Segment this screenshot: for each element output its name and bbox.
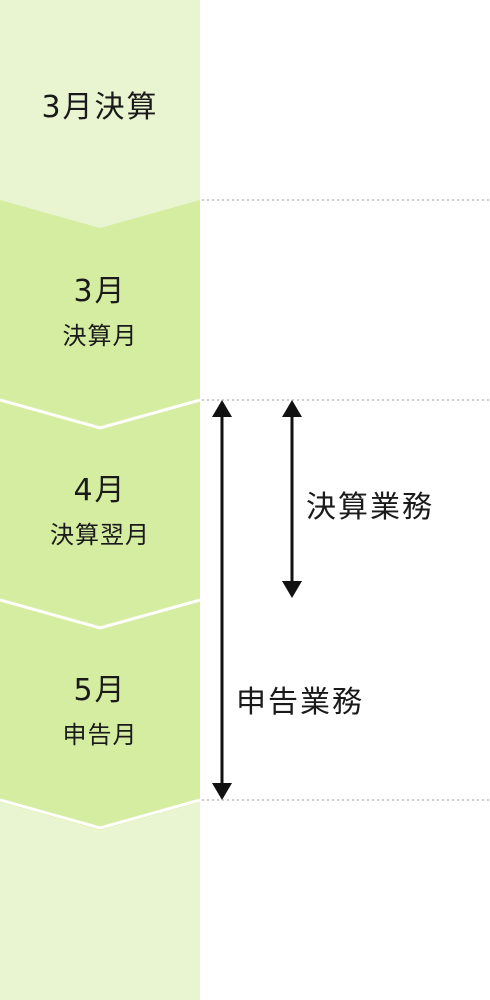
filing-period-arrow [212, 400, 232, 800]
months-highlight [0, 200, 200, 800]
step-month: 4月 [73, 473, 127, 508]
step-may: 5月 申告月 [0, 673, 200, 751]
step-month: 3月 [73, 274, 127, 309]
filing-task-label: 申告業務 [236, 685, 364, 720]
chevron-top-notch [0, 200, 200, 228]
chevron-separator-2 [0, 398, 201, 430]
closing-period-arrow [282, 400, 302, 598]
step-caption: 申告月 [62, 721, 138, 749]
step-caption: 決算月 [62, 322, 138, 350]
chevron-separator-4 [0, 798, 201, 830]
chevron-separator-3 [0, 598, 201, 630]
step-march: 3月 決算月 [0, 274, 200, 352]
step-month: 5月 [73, 673, 127, 708]
fiscal-title: 3月決算 [41, 90, 159, 125]
closing-task-label: 決算業務 [306, 490, 434, 525]
step-april: 4月 決算翌月 [0, 473, 200, 551]
step-caption: 決算翌月 [50, 521, 150, 549]
chevron-bottom [0, 800, 200, 830]
